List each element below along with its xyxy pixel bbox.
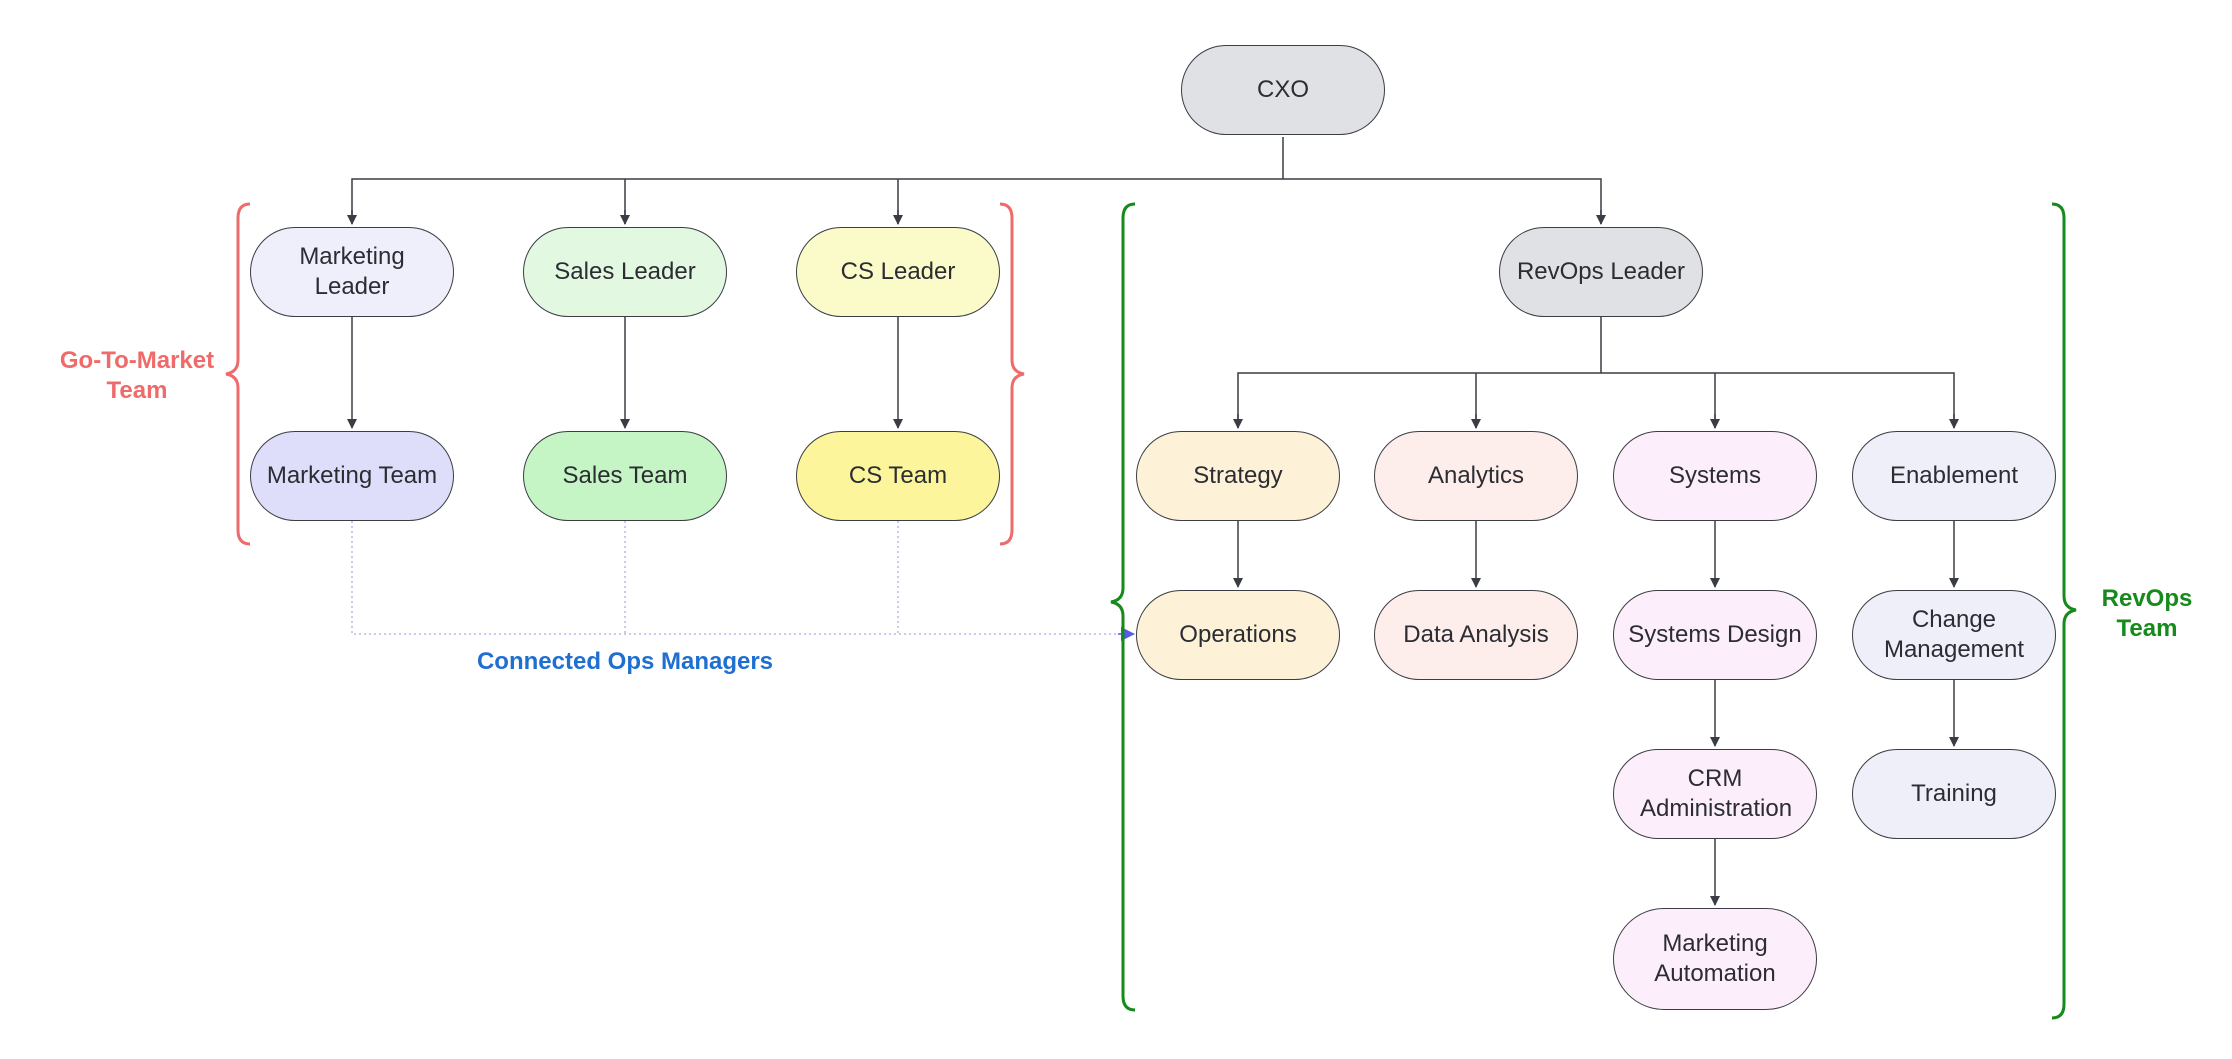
node-cs-leader[interactable]: CS Leader	[796, 227, 1000, 317]
node-crm-administration[interactable]: CRM Administration	[1613, 749, 1817, 839]
node-systems-label: Systems	[1668, 462, 1761, 489]
node-marketing-automation-label: Marketing Automation	[1654, 930, 1776, 987]
node-enablement-label: Enablement	[1889, 462, 2019, 489]
node-sales-team-label: Sales Team	[562, 462, 688, 489]
node-cs-leader-label: CS Leader	[840, 258, 956, 285]
node-operations[interactable]: Operations	[1136, 590, 1340, 680]
node-marketing-automation[interactable]: Marketing Automation	[1613, 908, 1817, 1010]
node-change-management-label: Change Management	[1883, 606, 2025, 663]
node-analytics-label: Analytics	[1427, 462, 1525, 489]
node-strategy-label: Strategy	[1193, 462, 1283, 489]
node-revops-leader-label: RevOps Leader	[1516, 258, 1686, 285]
node-cs-team[interactable]: CS Team	[796, 431, 1000, 521]
node-operations-label: Operations	[1179, 621, 1297, 648]
gtm-right-brace	[999, 202, 1025, 546]
connected-ops-managers-label: Connected Ops Managers	[476, 648, 774, 675]
node-data-analysis[interactable]: Data Analysis	[1374, 590, 1578, 680]
node-enablement[interactable]: Enablement	[1852, 431, 2056, 521]
node-marketing-team[interactable]: Marketing Team	[250, 431, 454, 521]
node-analytics[interactable]: Analytics	[1374, 431, 1578, 521]
node-sales-team[interactable]: Sales Team	[523, 431, 727, 521]
node-strategy[interactable]: Strategy	[1136, 431, 1340, 521]
node-cs-team-label: CS Team	[848, 462, 948, 489]
node-systems-design[interactable]: Systems Design	[1613, 590, 1817, 680]
edge-cxo-to-leaders	[351, 137, 1602, 224]
gtm-left-brace	[225, 202, 251, 546]
node-revops-leader[interactable]: RevOps Leader	[1499, 227, 1703, 317]
revops-right-brace	[2051, 202, 2077, 1020]
node-change-management[interactable]: Change Management	[1852, 590, 2056, 680]
revops-left-brace	[1110, 202, 1136, 1012]
node-cxo-label: CXO	[1256, 76, 1309, 103]
node-crm-administration-label: CRM Administration	[1640, 765, 1793, 822]
node-cxo[interactable]: CXO	[1181, 45, 1385, 135]
node-marketing-team-label: Marketing Team	[266, 462, 438, 489]
node-training[interactable]: Training	[1852, 749, 2056, 839]
node-marketing-leader-label: Marketing Leader	[299, 243, 405, 300]
revops-team-label: RevOps Team	[2101, 585, 2193, 642]
node-data-analysis-label: Data Analysis	[1403, 621, 1549, 648]
edge-connected-ops-managers	[351, 521, 1134, 635]
node-training-label: Training	[1911, 780, 1997, 807]
node-systems-design-label: Systems Design	[1628, 621, 1802, 648]
node-sales-leader-label: Sales Leader	[554, 258, 696, 285]
go-to-market-team-label: Go-To-Market Team	[59, 347, 215, 404]
node-systems[interactable]: Systems	[1613, 431, 1817, 521]
edge-revops-to-functions	[1237, 317, 1955, 428]
node-marketing-leader[interactable]: Marketing Leader	[250, 227, 454, 317]
node-sales-leader[interactable]: Sales Leader	[523, 227, 727, 317]
